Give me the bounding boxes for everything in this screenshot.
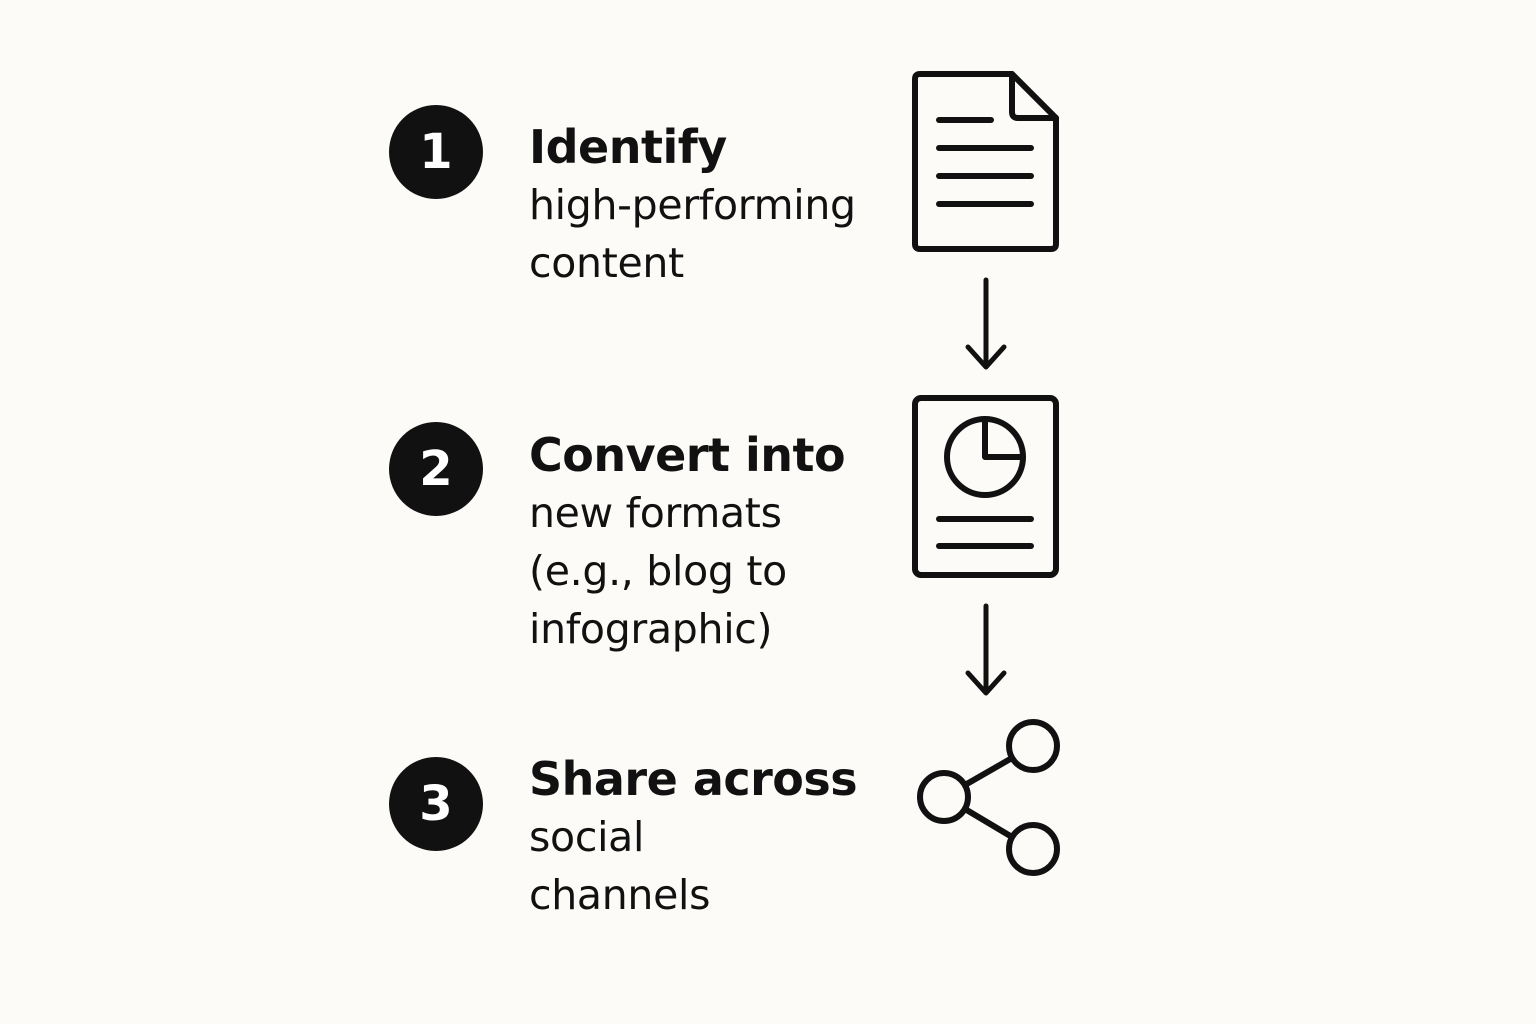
step-number-badge: 3 xyxy=(389,757,483,851)
step-description-line: infographic) xyxy=(529,605,773,653)
step-description-line: new formats xyxy=(529,489,782,537)
step-description: social channels xyxy=(529,808,889,924)
step-text: Identify high-performing content xyxy=(529,118,889,292)
step-description: high-performing content xyxy=(529,176,889,292)
arrow-down-icon xyxy=(965,277,1007,370)
step-title: Identify xyxy=(529,120,727,174)
step-text: Share across social channels xyxy=(529,750,889,924)
step-title: Convert into xyxy=(529,428,846,482)
infographic-icon xyxy=(912,395,1059,578)
step-number-badge: 2 xyxy=(389,422,483,516)
step-description-line: channels xyxy=(529,871,711,919)
share-icon xyxy=(917,719,1060,876)
step-description-line: social xyxy=(529,813,645,861)
step-title: Share across xyxy=(529,752,858,806)
step-number-badge: 1 xyxy=(389,105,483,199)
step-description-line: content xyxy=(529,239,684,287)
step-description: new formats (e.g., blog to infographic) xyxy=(529,484,889,658)
step-description-line: (e.g., blog to xyxy=(529,547,787,595)
document-icon xyxy=(912,71,1059,252)
arrow-down-icon xyxy=(965,603,1007,696)
step-text: Convert into new formats (e.g., blog to … xyxy=(529,426,889,658)
step-description-line: high-performing xyxy=(529,181,856,229)
